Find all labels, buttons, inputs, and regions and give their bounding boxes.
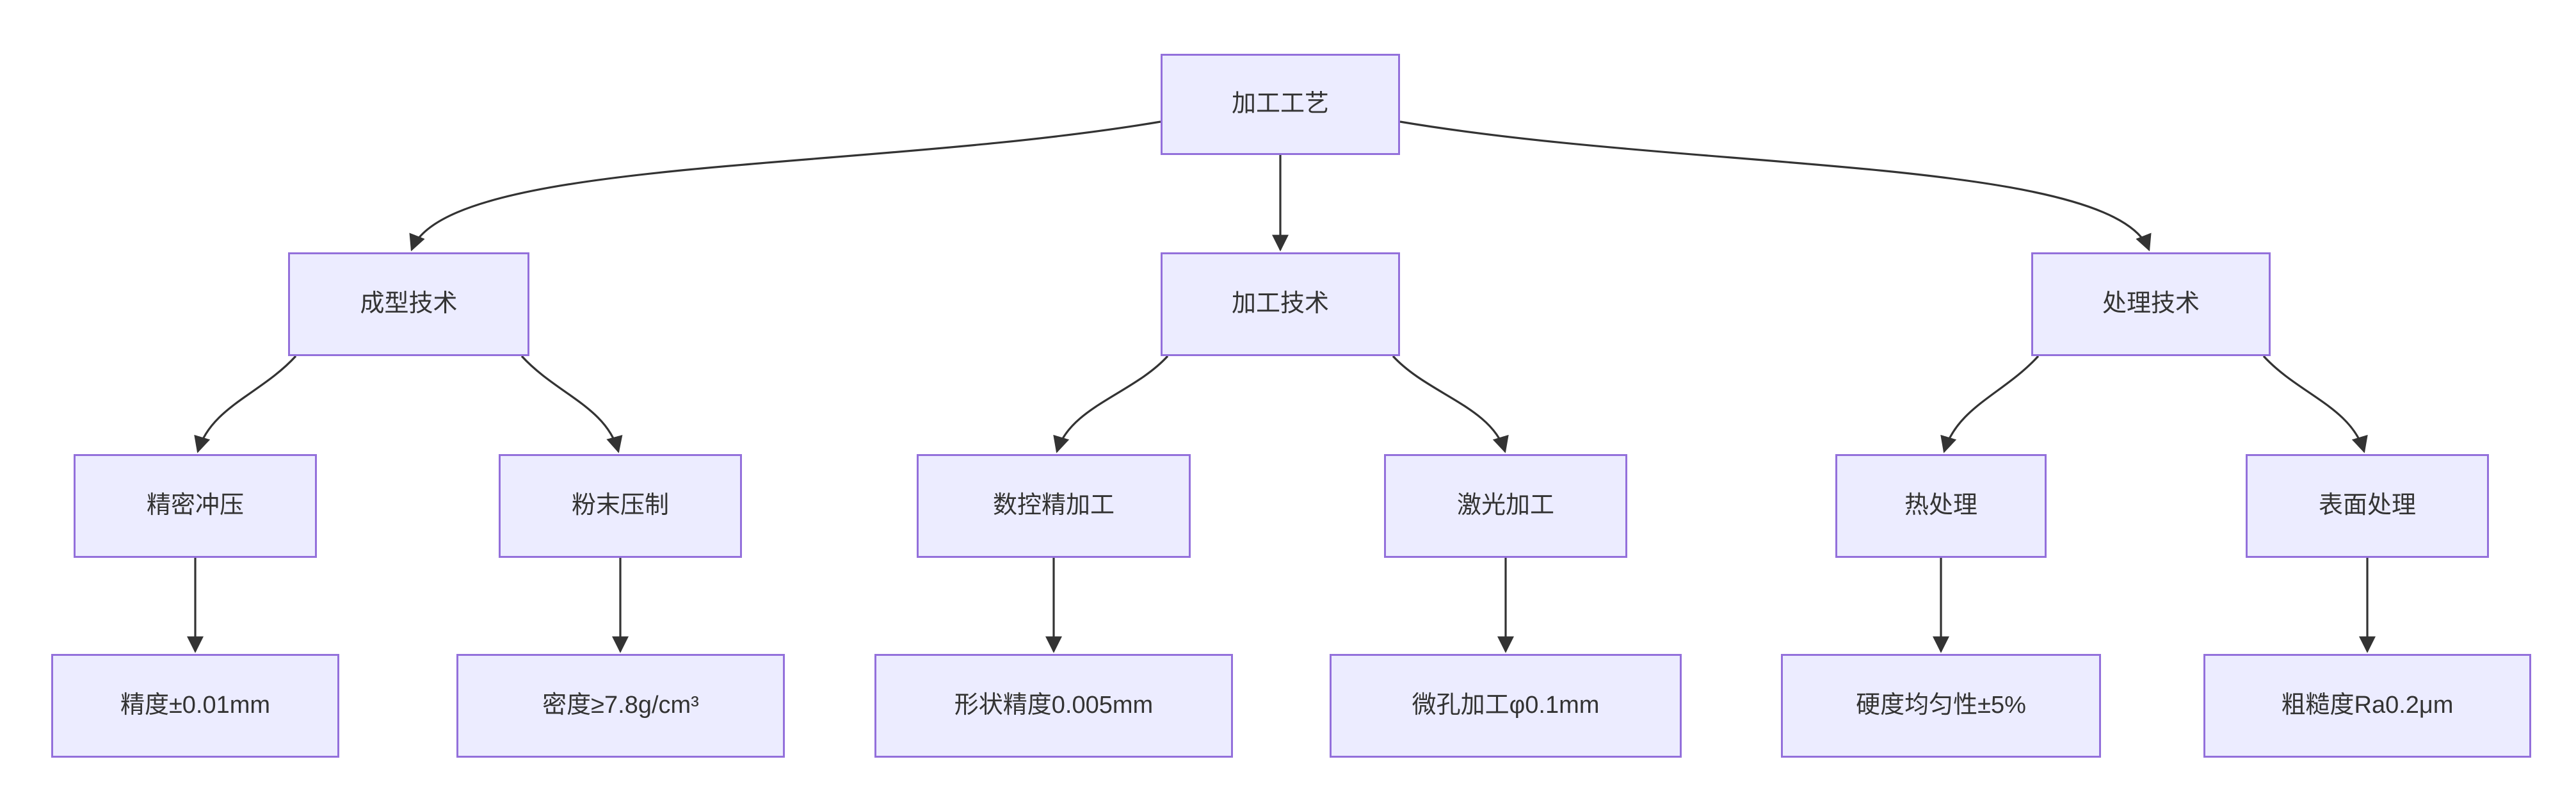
node-laser-machining: 激光加工 — [1384, 454, 1627, 558]
node-hardness-metric: 硬度均匀性±5% — [1781, 654, 2101, 758]
node-roughness-metric: 粗糙度Ra0.2μm — [2203, 654, 2531, 758]
edge-root-treatment — [1399, 120, 2152, 252]
node-shape-accuracy-metric: 形状精度0.005mm — [874, 654, 1233, 758]
node-precision-stamping: 精密冲压 — [74, 454, 317, 558]
edge-forming-stamping — [194, 355, 297, 453]
node-density-metric: 密度≥7.8g/cm³ — [456, 654, 785, 758]
node-root: 加工工艺 — [1161, 54, 1400, 155]
node-cnc-finishing: 数控精加工 — [917, 454, 1191, 558]
node-machining-tech: 加工技术 — [1161, 252, 1400, 356]
node-heat-treatment: 热处理 — [1835, 454, 2047, 558]
node-surface-treatment: 表面处理 — [2246, 454, 2489, 558]
edge-treatment-surface — [2262, 355, 2368, 453]
node-forming-tech: 成型技术 — [288, 252, 529, 356]
node-accuracy-metric: 精度±0.01mm — [51, 654, 339, 758]
edge-forming-powder — [520, 355, 623, 453]
node-microhole-metric: 微孔加工φ0.1mm — [1330, 654, 1682, 758]
edge-machining-laser — [1392, 355, 1509, 453]
edge-machining-cnc — [1053, 355, 1169, 453]
edge-treatment-heat — [1940, 355, 2040, 453]
edge-root-forming — [409, 120, 1161, 252]
node-powder-pressing: 粉末压制 — [499, 454, 742, 558]
node-treatment-tech: 处理技术 — [2031, 252, 2271, 356]
